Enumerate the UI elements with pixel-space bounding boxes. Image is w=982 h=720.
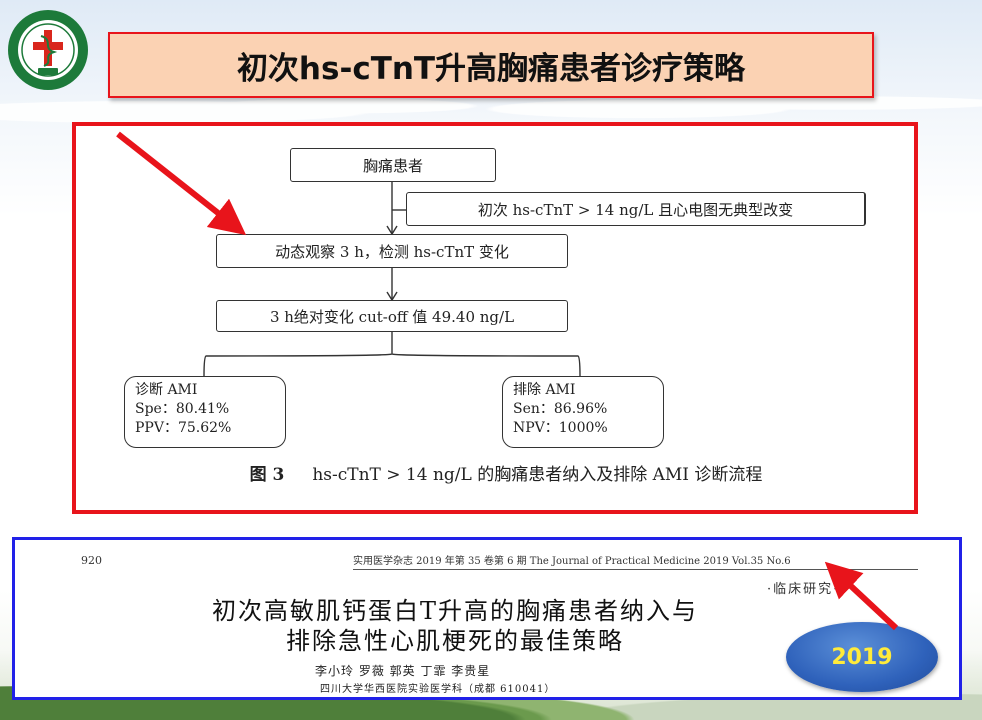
article-title-line-1: 初次高敏肌钙蛋白T升高的胸痛患者纳入与: [211, 597, 698, 625]
flow-result-exclude: 排除 AMI Sen：86.96% NPV：1000%: [502, 376, 664, 448]
figure-caption-text: hs-cTnT > 14 ng/L 的胸痛患者纳入及排除 AMI 诊断流程: [312, 465, 763, 485]
flow-box-cutoff: 3 h绝对变化 cut-off 值 49.40 ng/L: [216, 300, 568, 332]
article-header-frame: 920 实用医学杂志 2019 年第 35 卷第 6 期 The Journal…: [12, 537, 962, 700]
page-number: 920: [81, 554, 102, 567]
diagnose-specificity: Spe：80.41%: [135, 401, 230, 417]
figure-number: 图 3: [249, 465, 285, 485]
flow-box-cutoff-label: 3 h绝对变化 cut-off 值 49.40 ng/L: [269, 307, 515, 326]
journal-info: 实用医学杂志 2019 年第 35 卷第 6 期 The Journal of …: [353, 552, 918, 570]
exclude-sensitivity: Sen：86.96%: [513, 401, 608, 417]
slide-title: 初次hs-cTnT升高胸痛患者诊疗策略: [236, 50, 746, 87]
flow-box-condition-label: 初次 hs-cTnT > 14 ng/L 且心电图无典型改变: [477, 200, 794, 219]
exclude-npv: NPV：1000%: [513, 420, 608, 436]
flow-box-start-label: 胸痛患者: [362, 156, 423, 175]
exclude-title: 排除 AMI: [513, 382, 576, 398]
slide-title-banner: 初次hs-cTnT升高胸痛患者诊疗策略: [108, 32, 874, 98]
article-authors: 李小玲 罗薇 郭英 丁霏 李贵星: [315, 664, 491, 678]
diagnose-title: 诊断 AMI: [135, 382, 198, 398]
flow-box-observe: 动态观察 3 h，检测 hs-cTnT 变化: [216, 234, 568, 268]
figure-caption: 图 3 hs-cTnT > 14 ng/L 的胸痛患者纳入及排除 AMI 诊断流程: [136, 464, 876, 487]
article-affiliation: 四川大学华西医院实验医学科（成都 610041）: [320, 684, 556, 695]
hospital-logo-icon: [8, 10, 88, 90]
flow-result-diagnose: 诊断 AMI Spe：80.41% PPV：75.62%: [124, 376, 286, 448]
year-badge-label: 2019: [831, 644, 893, 670]
flow-box-observe-label: 动态观察 3 h，检测 hs-cTnT 变化: [275, 242, 509, 261]
flow-box-start: 胸痛患者: [290, 148, 496, 182]
flowchart-figure-frame: 胸痛患者 初次 hs-cTnT > 14 ng/L 且心电图无典型改变 动态观察…: [72, 122, 918, 514]
diagnose-ppv: PPV：75.62%: [135, 420, 232, 436]
flow-box-condition: 初次 hs-cTnT > 14 ng/L 且心电图无典型改变: [406, 192, 866, 226]
article-title: 初次高敏肌钙蛋白T升高的胸痛患者纳入与 排除急性心肌梗死的最佳策略: [75, 596, 835, 656]
year-badge: 2019: [786, 622, 938, 692]
section-tag: ·临床研究·: [767, 582, 840, 597]
article-title-line-2: 排除急性心肌梗死的最佳策略: [286, 627, 624, 655]
